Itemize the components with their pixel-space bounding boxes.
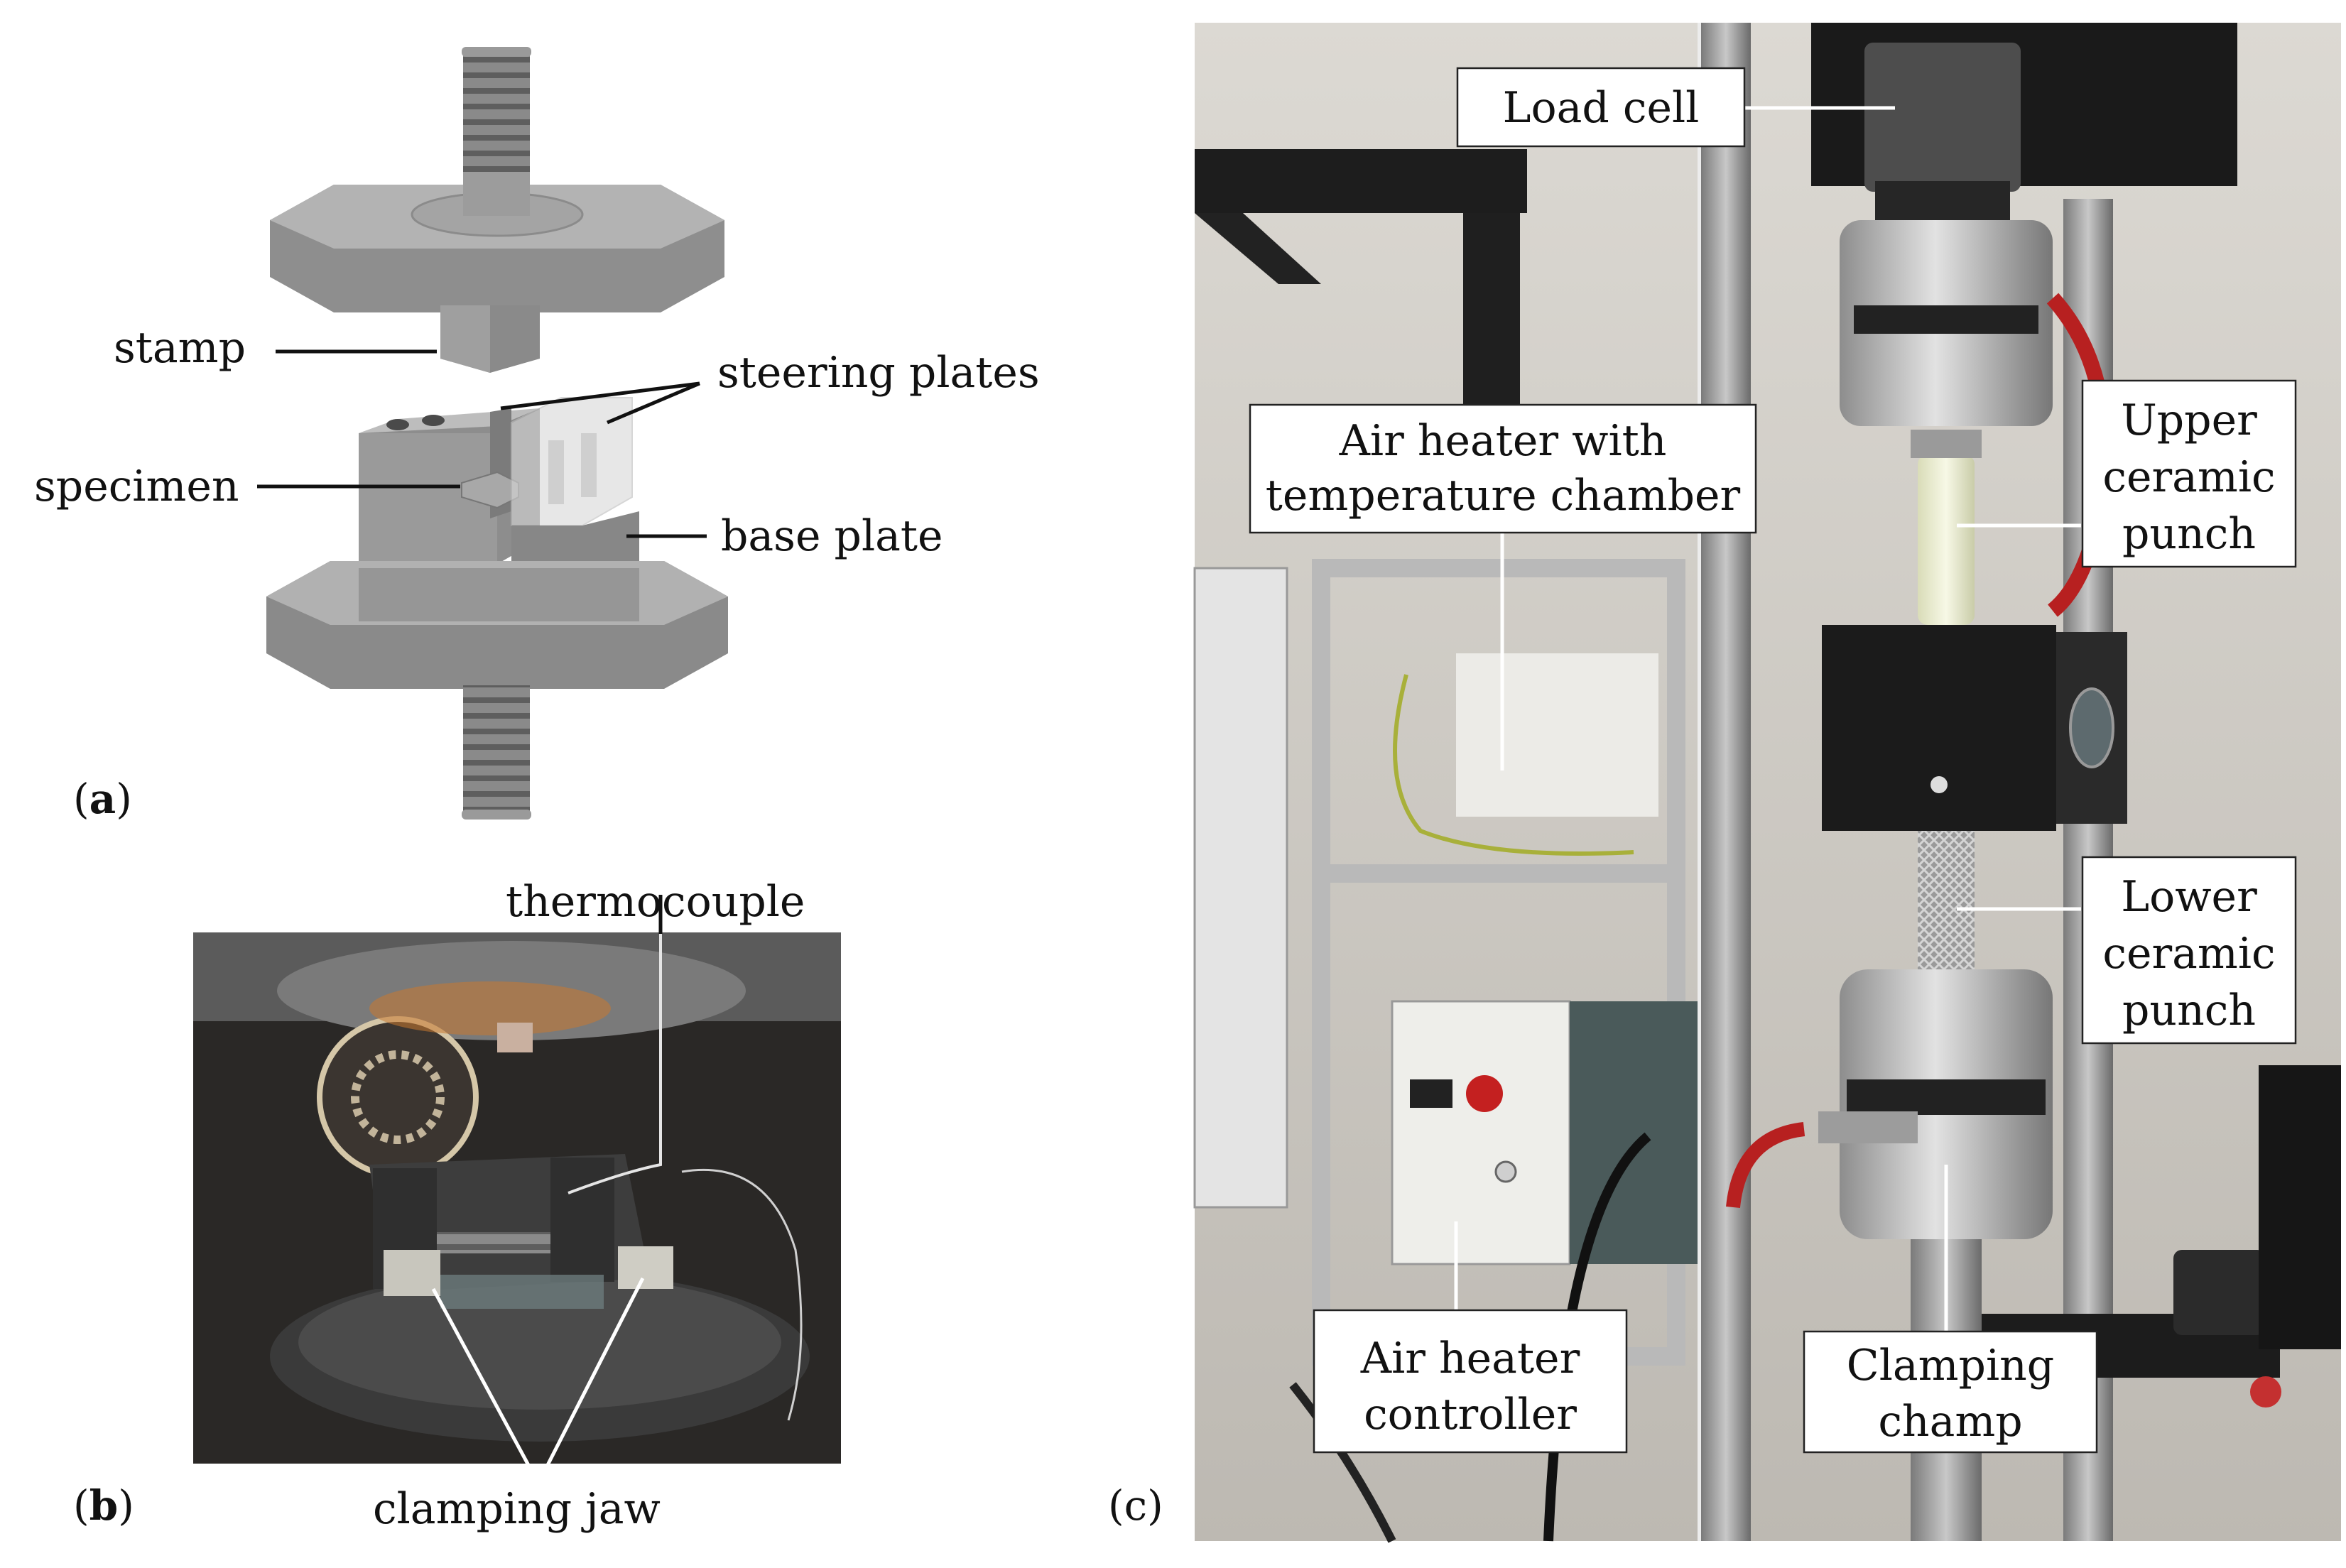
upper-punch-collar — [1911, 430, 1982, 458]
photo-c-right-device — [2259, 1065, 2341, 1349]
photo-b-jaw-right — [550, 1158, 614, 1282]
box-load-cell: Load cell — [1456, 67, 1746, 148]
leader-jaw-right — [545, 1277, 645, 1468]
photo-b-stamp-tip — [497, 1023, 533, 1052]
label-specimen: specimen — [34, 462, 239, 511]
label-steering-plates: steering plates — [717, 348, 1040, 398]
upper-adapter-band — [1854, 305, 2038, 334]
hole-1 — [386, 419, 409, 430]
label-air-heater-line1: Air heater with — [1339, 416, 1667, 466]
label-thermocouple: thermocouple — [506, 877, 805, 927]
lower-thread-rod — [463, 685, 530, 813]
controller-main-switch — [1466, 1075, 1503, 1112]
red-button — [2250, 1376, 2281, 1408]
chamber-window — [2069, 687, 2114, 768]
box-upper-punch: Upper ceramic punch — [2081, 379, 2297, 568]
lower-ceramic-punch — [1918, 831, 1975, 969]
upper-ceramic-punch — [1918, 454, 1975, 625]
photo-c-pipe-diag — [1195, 213, 1321, 284]
label-clamp-line1: Clamping — [1847, 1341, 2054, 1390]
ground-cable — [1393, 674, 1634, 856]
box-lower-punch: Lower ceramic punch — [2081, 856, 2297, 1045]
upper-rod-cap — [462, 47, 531, 57]
base-block-foot — [359, 568, 639, 621]
label-base-plate: base plate — [721, 511, 943, 561]
photo-b-base-top — [298, 1275, 781, 1410]
controller-knob — [1494, 1160, 1517, 1183]
box-clamp-bg — [1803, 1330, 2098, 1454]
hose-fitting — [1818, 1111, 1918, 1143]
box-clamp: Clamping champ — [1803, 1330, 2098, 1454]
box-controller: Air heater controller — [1313, 1309, 1628, 1454]
box-upper-punch-bg — [2081, 379, 2297, 568]
photo-c-black-cable-2 — [1289, 1382, 1396, 1543]
photo-c-pipe-horizontal — [1195, 149, 1527, 213]
leader-steering-1 — [500, 381, 700, 410]
box-controller-bg — [1313, 1309, 1628, 1454]
label-clamp-line2: champ — [1878, 1397, 2022, 1447]
label-clamping-jaw: clamping jaw — [373, 1484, 661, 1534]
photo-b-fan-blades — [351, 1050, 445, 1144]
panel-label-a: (a) — [73, 775, 132, 823]
label-controller-line1: Air heater — [1360, 1334, 1580, 1383]
transparent-bolt-2 — [581, 433, 597, 497]
label-lower-line2: ceramic — [2102, 929, 2275, 979]
box-load-cell-bg — [1456, 67, 1746, 148]
stamp-face — [440, 305, 490, 373]
hole-2 — [422, 415, 445, 426]
box-air-heater: Air heater with temperature chamber — [1249, 403, 1757, 534]
label-upper-line2: ceramic — [2102, 452, 2275, 502]
photo-b-glow — [369, 981, 611, 1035]
photo-b-fan — [317, 1016, 479, 1178]
panel-a-drawing — [266, 47, 728, 820]
load-cell — [1864, 43, 2021, 192]
label-lower-line1: Lower — [2121, 872, 2257, 922]
panel-c-photo — [1193, 23, 2341, 1543]
photo-b-specimen-block — [440, 1275, 604, 1309]
photo-c-pipe-vertical — [1463, 213, 1520, 426]
label-stamp: stamp — [114, 323, 246, 373]
load-cell-base — [1875, 181, 2010, 224]
leader-jaw-left — [431, 1287, 531, 1468]
label-controller-line2: controller — [1364, 1390, 1577, 1439]
air-heater-box — [1456, 653, 1658, 817]
photo-b-jaw-face-left — [384, 1250, 440, 1296]
label-air-heater-line2: temperature chamber — [1266, 471, 1741, 521]
photo-c-left-cabinet — [1193, 567, 1288, 1209]
box-air-heater-bg — [1249, 403, 1757, 534]
controller-display — [1410, 1079, 1452, 1108]
label-load-cell: Load cell — [1503, 83, 1700, 133]
machine-column-left — [1701, 23, 1751, 1541]
controller-side-unit — [1570, 1001, 1698, 1264]
photo-c-background — [1195, 23, 2341, 1541]
panel-label-c: (c) — [1108, 1481, 1163, 1530]
lower-adapter-band — [1847, 1079, 2046, 1115]
label-upper-line1: Upper — [2121, 396, 2257, 445]
lower-rod-cap — [462, 810, 531, 820]
label-lower-line3: punch — [2122, 986, 2256, 1035]
panel-b-photo — [193, 930, 841, 1464]
photo-b-jaw-face-right — [618, 1246, 673, 1289]
photo-c-red-hose-lower — [1726, 1122, 1805, 1209]
box-lower-punch-bg — [2081, 856, 2297, 1045]
thermocouple-wire-loose — [681, 1168, 803, 1421]
air-heater-controller — [1391, 1000, 1571, 1265]
thermocouple-wire — [568, 930, 662, 1194]
upper-thread-rod — [463, 51, 530, 172]
panel-label-b: (b) — [73, 1481, 134, 1530]
upper-rod-neck — [463, 172, 530, 216]
chamber-knob — [1930, 776, 1948, 793]
leader-steering-2 — [607, 381, 700, 425]
transparent-bolt-1 — [548, 440, 564, 504]
temperature-chamber — [1822, 625, 2056, 831]
label-upper-line3: punch — [2122, 509, 2256, 559]
clamping-bracket — [2173, 1250, 2266, 1335]
steering-plate-transparent — [511, 397, 633, 526]
